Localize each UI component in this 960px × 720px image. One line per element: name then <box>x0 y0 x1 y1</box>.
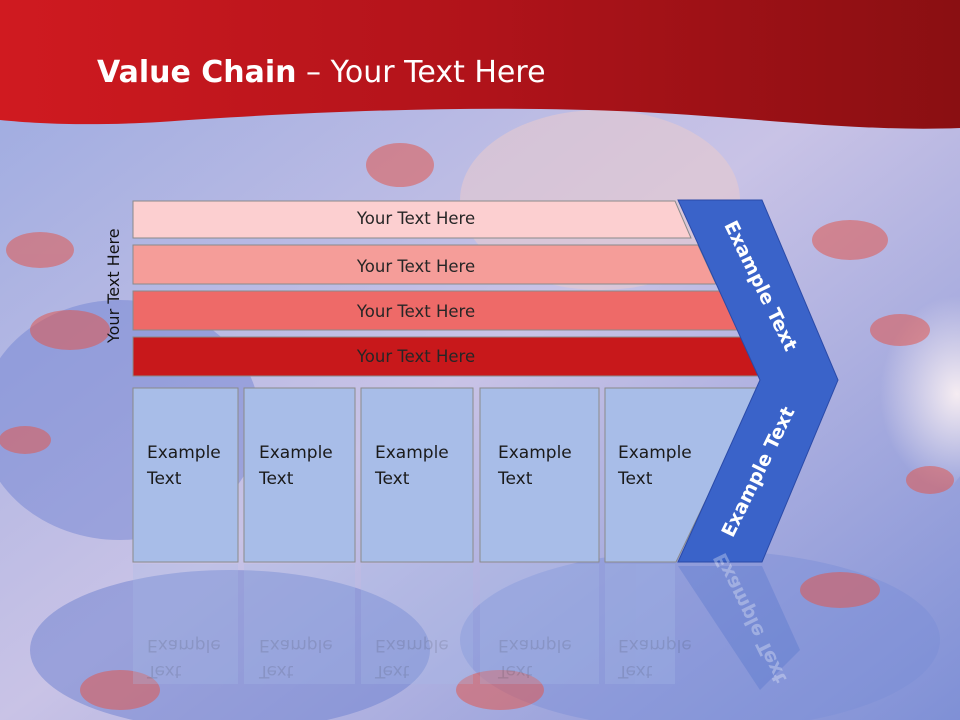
bar-1[interactable] <box>132 200 692 239</box>
bar-1-label: Your Text Here <box>356 209 476 228</box>
activity-box-5[interactable] <box>604 387 761 563</box>
activity-box-4[interactable] <box>479 387 600 563</box>
bar-3-label: Your Text Here <box>356 302 476 321</box>
slide-title: Value Chain – Your Text Here <box>97 55 546 90</box>
activity-box-1[interactable] <box>132 387 239 563</box>
side-label: Your Text Here <box>104 228 123 343</box>
activity-box-3[interactable] <box>360 387 474 563</box>
margin-arrow[interactable] <box>677 199 839 563</box>
bar-4-label: Your Text Here <box>356 347 476 366</box>
activity-box-2[interactable] <box>243 387 356 563</box>
bar-2-label: Your Text Here <box>356 257 476 276</box>
